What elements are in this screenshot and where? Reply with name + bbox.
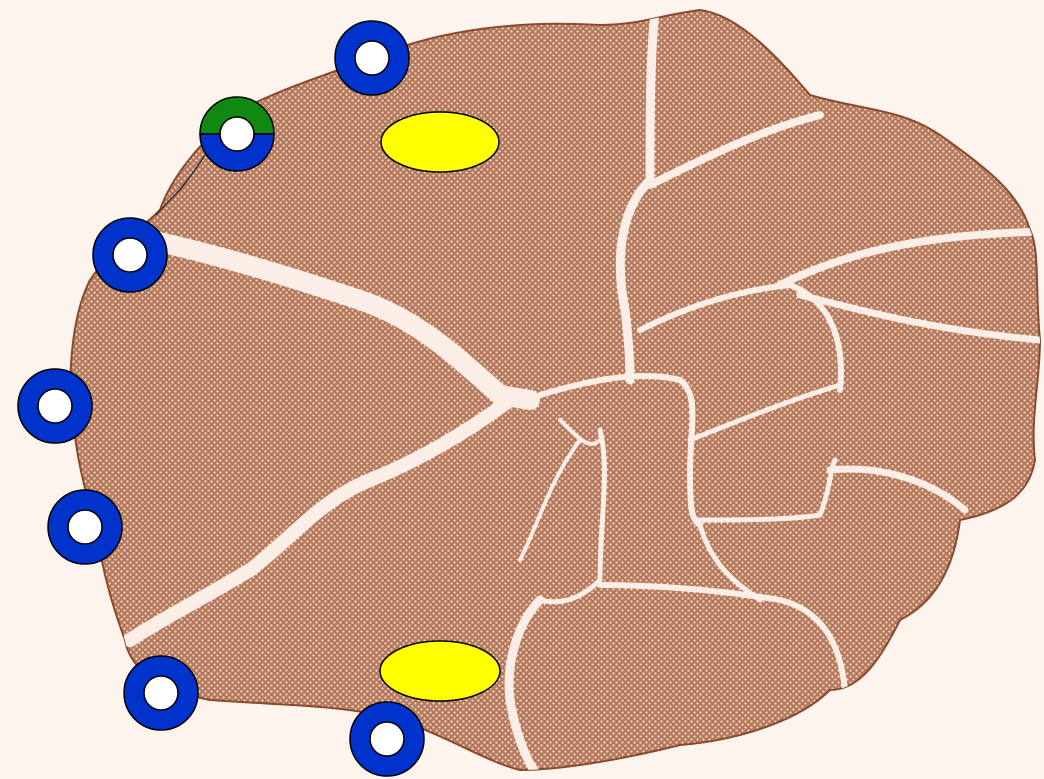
river-center-4 <box>697 457 838 523</box>
river-center-6 <box>558 418 602 446</box>
river-east-3 <box>826 465 969 514</box>
green-blue-split-ring[interactable] <box>199 96 275 172</box>
blue-ring-bottom[interactable] <box>349 701 425 777</box>
blue-ring-left-2[interactable] <box>17 368 93 444</box>
river-south-3 <box>697 522 763 603</box>
river-south-1 <box>504 595 545 770</box>
river-northeast <box>646 111 824 189</box>
blue-ring-left-1[interactable] <box>92 217 168 293</box>
river-south-4 <box>518 438 582 562</box>
river-center-2 <box>637 282 844 393</box>
river-north <box>615 10 660 385</box>
river-southwest <box>123 393 517 647</box>
blue-ring-bottom-left[interactable] <box>123 655 199 731</box>
river-east-2 <box>796 291 1040 344</box>
river-northwest <box>140 230 540 410</box>
river-center-1 <box>537 373 703 528</box>
river-center-5 <box>537 427 607 605</box>
yellow-marker-bottom <box>379 640 501 702</box>
yellow-marker-top <box>380 111 500 173</box>
blue-ring-left-3[interactable] <box>47 489 123 565</box>
river-center-3 <box>687 382 843 443</box>
river-south-2 <box>597 582 848 693</box>
river-east-1 <box>776 228 1034 289</box>
region-borders <box>123 10 1040 770</box>
road-line <box>155 154 206 216</box>
blue-ring-top[interactable] <box>334 20 410 96</box>
